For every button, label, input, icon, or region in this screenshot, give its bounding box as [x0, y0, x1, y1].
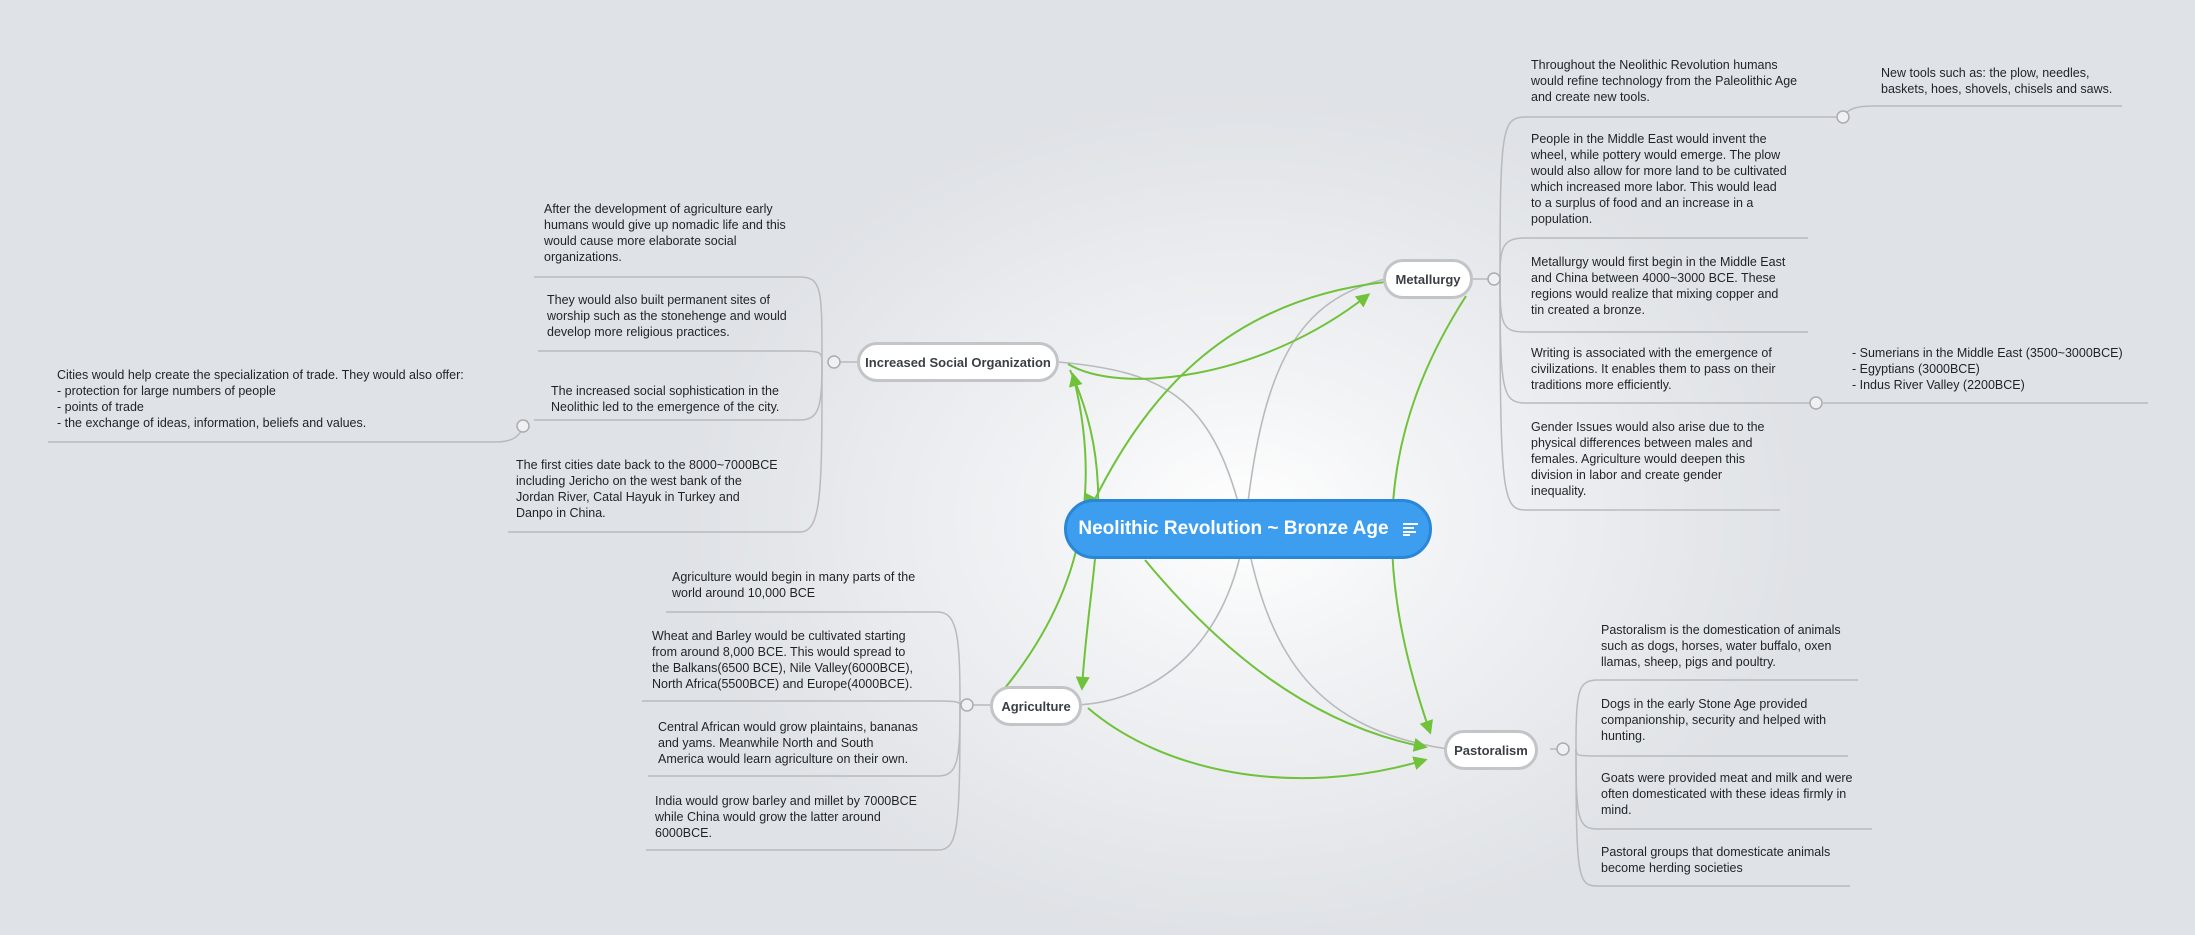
note-agriculture-2[interactable]: Wheat and Barley would be cultivated sta… [652, 629, 914, 691]
note-metallurgy-4[interactable]: Writing is associated with the emergence… [1531, 346, 1776, 392]
note-social-1[interactable]: After the development of agriculture ear… [544, 202, 786, 264]
note-social-city-detail[interactable]: Cities would help create the specializat… [57, 368, 464, 430]
relationship-metallurgy-social [1093, 281, 1386, 502]
note-pastoralism-2[interactable]: Dogs in the early Stone Age provided com… [1601, 697, 1827, 743]
branch-line-social [1057, 361, 1246, 530]
topic-pastoralism[interactable]: Pastoralism [1444, 730, 1538, 770]
note-agriculture-4[interactable]: India would grow barley and millet by 70… [655, 794, 917, 840]
note-agriculture-3[interactable]: Central African would grow plaintains, b… [658, 720, 918, 766]
note-social-3[interactable]: The increased social sophistication in t… [551, 384, 780, 414]
relationship-agriculture-social [1004, 372, 1087, 689]
note-metallurgy-5[interactable]: Gender Issues would also arise due to th… [1531, 420, 1765, 498]
note-social-2[interactable]: They would also built permanent sites of… [547, 293, 787, 339]
topic-label: Metallurgy [1395, 271, 1461, 287]
note-metallurgy-1[interactable]: Throughout the Neolithic Revolution huma… [1531, 58, 1798, 104]
topic-label: Agriculture [1001, 698, 1071, 714]
topic-agriculture[interactable]: Agriculture [990, 686, 1082, 726]
branch-line-agriculture [1077, 528, 1246, 706]
note-pastoralism-4[interactable]: Pastoral groups that domesticate animals… [1601, 845, 1831, 875]
note-metallurgy-2[interactable]: People in the Middle East would invent t… [1531, 132, 1787, 226]
note-pastoralism-1[interactable]: Pastoralism is the domestication of anim… [1601, 623, 1841, 669]
note-metallurgy-3[interactable]: Metallurgy would first begin in the Midd… [1531, 255, 1786, 317]
topic-label: Pastoralism [1454, 742, 1528, 758]
note-agriculture-1[interactable]: Agriculture would begin in many parts of… [672, 570, 916, 600]
central-topic[interactable]: Neolithic Revolution ~ Bronze Age [1064, 499, 1432, 559]
central-topic-label: Neolithic Revolution ~ Bronze Age [1078, 518, 1389, 539]
topic-increased-social-organization[interactable]: Increased Social Organization [857, 342, 1059, 382]
relationship-social-metallurgy [1067, 293, 1371, 380]
note-metallurgy-writing-detail[interactable]: - Sumerians in the Middle East (3500~300… [1852, 346, 2123, 392]
note-icon[interactable] [1402, 522, 1418, 536]
note-metallurgy-tools-detail[interactable]: New tools such as: the plow, needles, ba… [1881, 66, 2113, 96]
note-pastoralism-3[interactable]: Goats were provided meat and milk and we… [1601, 771, 1853, 817]
branch-line-pastoralism [1244, 528, 1449, 750]
relationship-central-pastoralism [1144, 559, 1428, 752]
branch-line-metallurgy [1244, 278, 1386, 530]
relationship-agriculture-pastoralism [1087, 707, 1428, 780]
note-social-4[interactable]: The first cities date back to the 8000~7… [516, 458, 778, 520]
topic-label: Increased Social Organization [865, 354, 1051, 370]
topic-metallurgy[interactable]: Metallurgy [1383, 259, 1473, 299]
